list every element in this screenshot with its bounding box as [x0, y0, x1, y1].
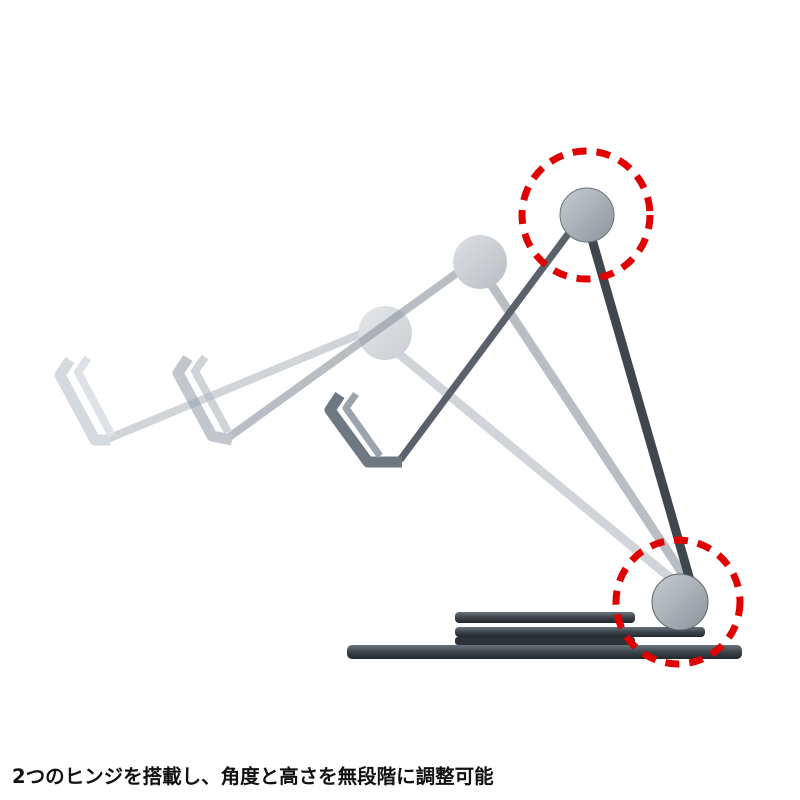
stand-base	[347, 573, 742, 659]
stand-upright	[324, 187, 695, 582]
lower-hinge-disc	[651, 573, 709, 631]
feature-caption: 2つのヒンジを搭載し、角度と高さを無段階に調整可能	[12, 765, 494, 788]
stand-illustration	[54, 147, 744, 668]
upper-hinge-highlight	[518, 147, 654, 283]
upper-hinge-disc	[559, 187, 615, 243]
ghost-position-low	[54, 306, 688, 594]
lower-hinge-highlight	[612, 536, 744, 668]
